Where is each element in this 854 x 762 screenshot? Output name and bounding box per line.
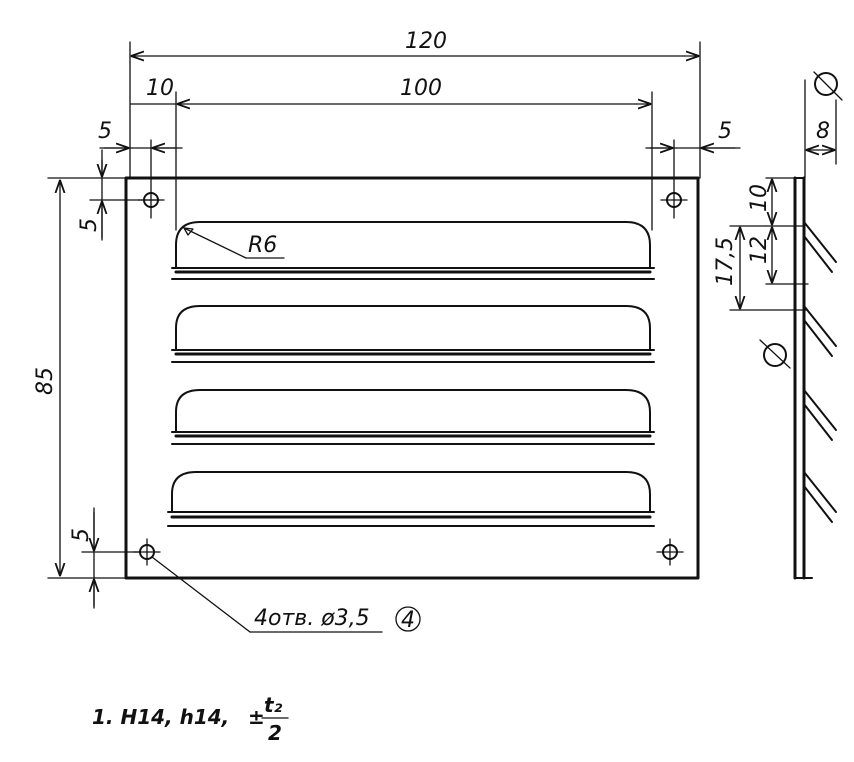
- louver-slot-1: [171, 221, 655, 280]
- note-denominator: 2: [268, 721, 282, 745]
- part-number: 4: [401, 608, 415, 633]
- note-pm: ±: [248, 705, 265, 729]
- dim-side-10: 10: [747, 184, 772, 212]
- louver-slots: [167, 221, 655, 527]
- louver-slot-3: [171, 389, 655, 445]
- louver-slot-4: [167, 471, 655, 527]
- part-number-circle: [395, 606, 421, 632]
- front-view: [124, 139, 700, 580]
- side-view: 8 10 12 17,5: [713, 71, 843, 580]
- dim-10: 10: [146, 76, 174, 101]
- dim-85: 85: [33, 367, 58, 395]
- dim-5-left: 5: [98, 119, 112, 144]
- dim-5-top: 5: [77, 218, 102, 232]
- note-numerator: t₂: [264, 693, 283, 717]
- holes-callout: 4отв. ø3,5: [254, 606, 370, 631]
- dim-8: 8: [816, 119, 830, 144]
- dim-side-12: 12: [747, 236, 772, 264]
- dim-5-bottom: 5: [69, 528, 94, 542]
- note-text: 1. H14, h14,: [92, 705, 229, 729]
- dim-side-17-5: 17,5: [713, 237, 738, 286]
- louver-slot-2: [171, 305, 655, 363]
- dim-120: 120: [405, 29, 447, 54]
- hole-bottom-right: [656, 538, 684, 566]
- hole-top-right: [660, 139, 688, 219]
- side-fins: [803, 221, 837, 523]
- dimension-lines: 120 100 10 5 5 85 5 5: [33, 29, 741, 633]
- mounting-holes: [133, 139, 688, 566]
- tolerance-note: 1. H14, h14, ± t₂ 2: [92, 693, 289, 745]
- dim-100: 100: [400, 76, 442, 101]
- dim-r6: R6: [248, 233, 277, 258]
- dim-5-right: 5: [718, 119, 732, 144]
- plate-outline: [124, 176, 700, 580]
